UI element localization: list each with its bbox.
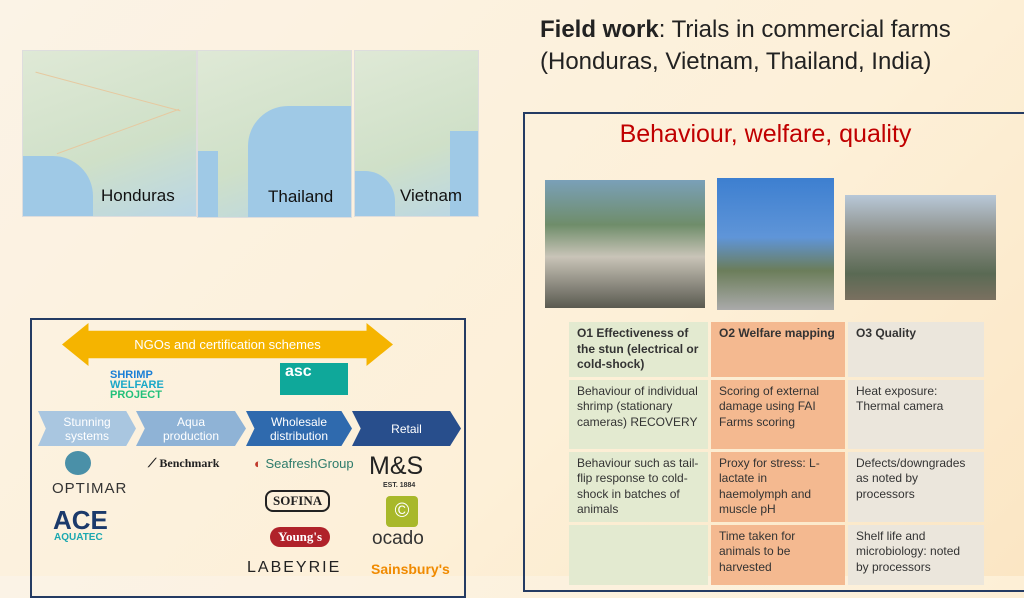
sofina-logo: SOFINA [265,490,331,512]
asc-logo: asc [280,363,348,395]
chain-step: Stunning systems [38,411,136,446]
cell: Shelf life and microbiology: noted by pr… [848,524,984,585]
chain-label: Retail [391,421,422,436]
optimar-icon [65,451,91,475]
cell: Heat exposure: Thermal camera [848,379,984,449]
youngs-logo: Young's [270,527,331,547]
chain-label: Aqua production [162,414,220,443]
ace-logo: ACE [53,505,108,535]
chain-step: Retail [352,411,461,446]
logo-text: Benchmark [159,456,220,470]
map-vietnam: Vietnam [354,50,479,217]
panel-title: Behaviour, welfare, quality [619,120,912,148]
chain-label: Stunning systems [63,414,111,443]
map-honduras: Honduras [22,50,197,217]
header-o1: O1 Effectiveness of the stun (electrical… [569,322,708,377]
slide-title: Field work: Trials in commercial farms (… [540,14,1024,78]
ocado-icon: © [386,496,418,527]
cell: Behaviour such as tail-flip response to … [569,451,708,522]
sainsburys-logo: Sainsbury's [371,561,450,577]
ms-logo: M&S [369,452,424,480]
chain-step: Wholesale distribution [246,411,352,446]
ms-est: EST. 1884 [383,482,416,489]
map-label: Honduras [101,186,175,205]
title-rest: : Trials in commercial farms (Honduras, … [540,16,951,75]
chain-label: Wholesale distribution [269,414,329,443]
photo-harvest-net [717,178,834,310]
optimar-logo: OPTIMAR [52,480,128,497]
cell [569,524,708,585]
logo-text: SeafreshGroup [265,456,354,471]
table-row: Behaviour of individual shrimp (stationa… [569,379,984,449]
header-o3: O3 Quality [848,322,984,377]
cell: Time taken for animals to be harvested [711,524,845,585]
logo-text: SHRIMP [110,369,153,381]
header-o2: O2 Welfare mapping [711,322,845,377]
title-bold: Field work [540,16,659,43]
table-row: Behaviour such as tail-flip response to … [569,451,984,522]
benchmark-logo: ⟋ Benchmark [148,456,220,470]
arrow-label: NGOs and certification schemes [134,337,321,352]
labeyrie-logo: LABEYRIE [247,559,342,576]
map-label: Vietnam [400,186,463,205]
cell: Behaviour of individual shrimp (stationa… [569,379,708,449]
logo-text: PROJECT [110,389,162,401]
seafresh-logo: ◐ SeafreshGroup [254,456,354,471]
map-thailand: Thailand [197,50,352,218]
objectives-table: O1 Effectiveness of the stun (electrical… [566,319,987,588]
logo-text: WELFARE [110,379,164,391]
cell: Scoring of external damage using FAI Far… [711,379,845,449]
map-label: Thailand [268,187,334,206]
chain-step: Aqua production [136,411,246,446]
cell: Proxy for stress: L-lactate in haemolymp… [711,451,845,522]
aquatec-logo: AQUATEC [54,532,103,543]
cell: Defects/downgrades as noted by processor… [848,451,984,522]
ocado-logo: ocado [372,528,424,549]
photo-field-team [545,180,705,308]
photo-processing [845,195,996,300]
